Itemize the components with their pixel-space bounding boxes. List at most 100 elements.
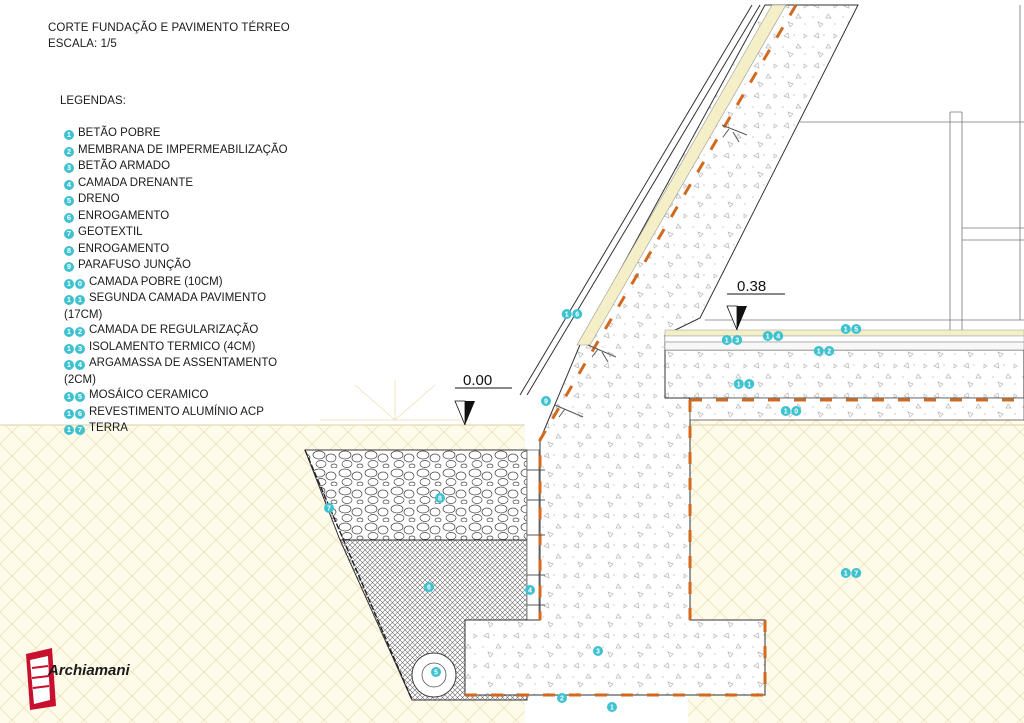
logo-text: Archiamani [48,662,130,679]
membrana-impermeabilizacao [465,4,1024,697]
marker-number: 1 [725,338,729,345]
marker-number: 1 [565,312,569,319]
legend-item: 1 BETÃO POBRE [64,126,304,143]
legend-label: CAMADA DE REGULARIZAÇÃO [89,324,259,336]
drawing-title: CORTE FUNDAÇÃO E PAVIMENTO TÉRREO [48,22,290,34]
marker-number: 4 [776,334,780,341]
marker-dot [572,309,583,319]
drawing-scale: ESCALA: 1/5 [48,38,117,50]
legend-number-digit: 5 [64,196,74,206]
marker-dot [435,493,445,503]
legend-number: 7 [64,226,75,242]
marker-dot [607,702,617,712]
legend-label: SEGUNDA CAMADA PAVIMENTO (17CM) [64,292,267,321]
legend-number: 4 [64,177,75,193]
legend-label: MOSÁICO CERAMICO [89,389,209,401]
legend-number-digit: 1 [64,425,74,435]
marker-number: 5 [854,327,858,334]
legend-number-digit: 2 [64,146,74,157]
legend-item: 4 CAMADA DRENANTE [64,176,304,193]
marker-number: 6 [427,585,431,592]
legend-number-digit: 1 [64,343,74,354]
marker-number: 1 [817,349,821,356]
legend-number-digit: 1 [64,130,74,140]
marker-number: 0 [794,409,798,416]
marker-number: 1 [747,382,751,389]
legend-number: 1 [64,127,75,143]
marker-dot [780,406,791,416]
legend-number-digit: 3 [75,343,85,354]
legend-number-digit: 1 [64,278,74,289]
legend-heading: LEGENDAS: [60,95,126,107]
marker-dot [431,667,441,677]
betao-armado [464,4,1024,696]
marker-number: 9 [544,399,548,406]
legend-label: BETÃO POBRE [78,127,161,139]
ground-hatch [320,380,470,421]
level-ground: 0.00 [454,372,512,426]
marker-number: 1 [610,705,614,712]
marker-dot [525,585,535,595]
legend-number-digit: 1 [64,327,74,337]
legend-number: 3 [64,160,75,176]
marker-dot [840,568,851,578]
marker-number: 1 [737,382,741,389]
legend-number: 9 [64,259,75,275]
marker-dot [791,406,802,416]
marker-dot [813,346,824,356]
legend-number-digit: 8 [64,245,74,256]
marker-number: 5 [434,670,438,677]
legend-number-digit: 1 [64,295,74,305]
legend-label: MEMBRANA DE IMPERMEABILIZAÇÃO [78,143,288,156]
marker-number: 1 [844,327,848,334]
legend-number-digit: 6 [64,212,74,223]
marker-dot [541,396,551,406]
marker-dot [732,335,743,345]
legend-number-digit: 4 [64,179,74,190]
marker-number: 6 [575,312,579,319]
legend-label: CAMADA POBRE (10CM) [89,275,223,288]
marker-number: 1 [784,409,788,416]
legend-number-digit: 4 [75,360,85,370]
legend-label: BETÃO ARMADO [78,160,171,172]
legend-number-digit: 1 [75,295,85,305]
legend-number: 2 [64,144,75,160]
legend-number-digit: 9 [64,262,74,272]
marker-dot [824,346,835,356]
legend-number-digit: 7 [64,229,74,239]
marker-dot [424,582,434,592]
marker-number: 4 [528,588,532,595]
legend-number-digit: 0 [75,278,85,289]
legend-label: REVESTIMENTO ALUMÍNIO ACP [89,405,264,418]
parafuso-juncao [527,124,748,606]
legend-label: CAMADA DRENANTE [78,176,194,189]
legend-label: PARAFUSO JUNÇÃO [78,259,191,271]
revestimento-acp [519,4,787,396]
legend-label: ARGAMASSA DE ASSENTAMENTO (2CM) [64,357,278,386]
legend-number-digit: 7 [75,425,85,435]
legend-number-digit: 1 [64,392,74,402]
marker-dot [593,646,603,656]
marker-dot [744,379,755,389]
marker-dot [851,568,862,578]
legend-item: 9 PARAFUSO JUNÇÃO [64,258,304,275]
marker-dot [773,331,784,341]
